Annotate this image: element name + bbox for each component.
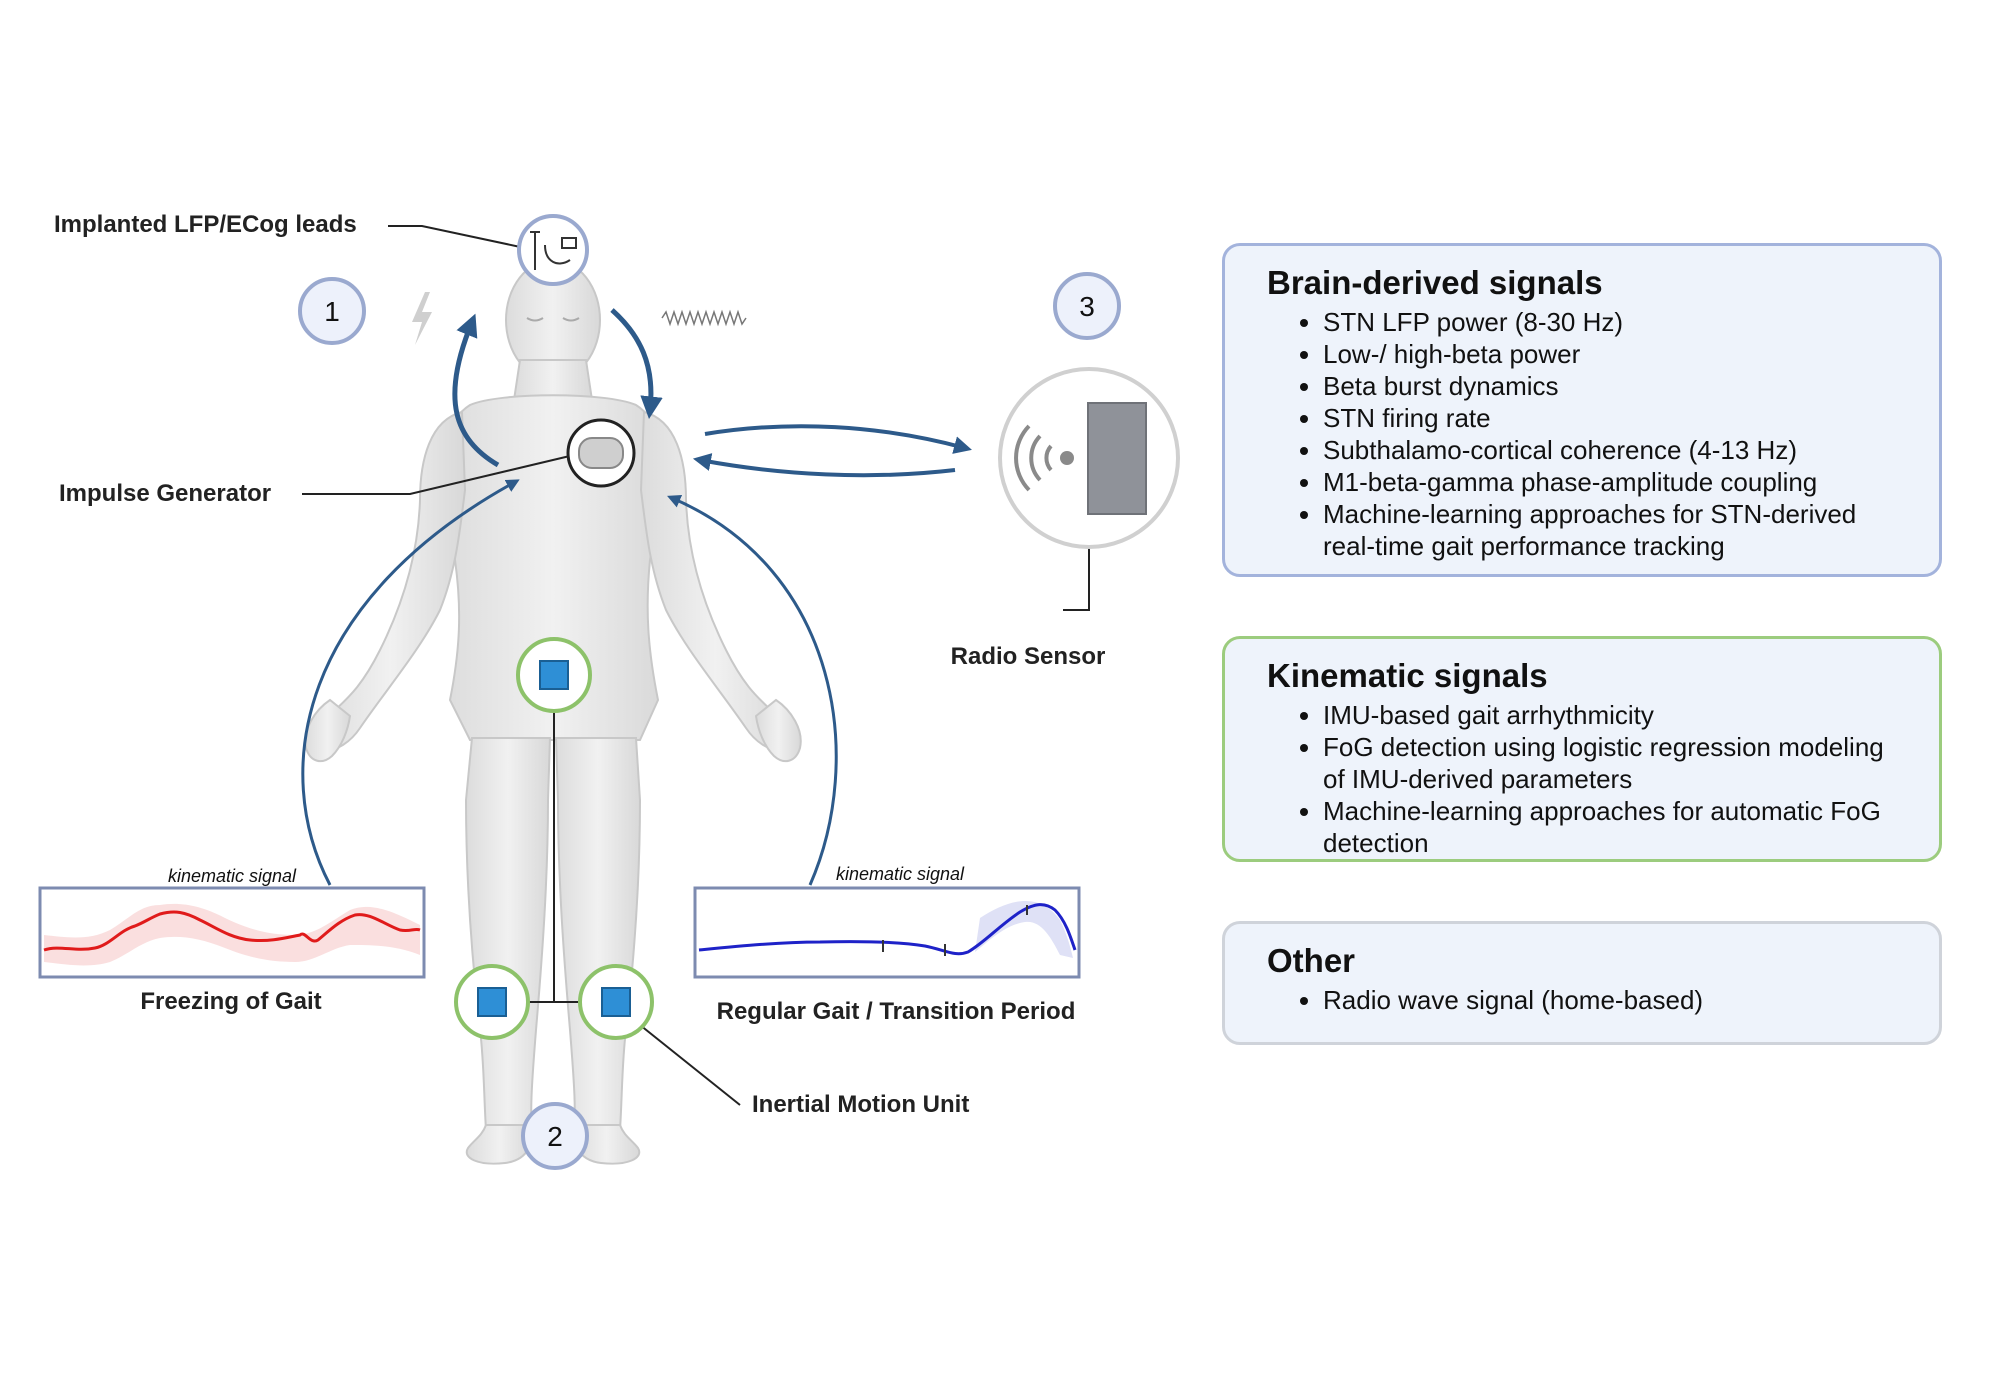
right-hand: [754, 698, 802, 763]
left-arm: [315, 410, 467, 751]
step-number-1: 1: [324, 296, 340, 327]
impulse-generator: [566, 418, 636, 488]
list-item: Low-/ high-beta power: [1323, 338, 1909, 370]
left-hand: [304, 698, 352, 763]
brain-signals-list: STN LFP power (8-30 Hz) Low-/ high-beta …: [1267, 306, 1909, 562]
step-number-2: 2: [547, 1121, 563, 1152]
regular-signal-trace: [698, 903, 1077, 956]
list-item: Beta burst dynamics: [1323, 370, 1909, 402]
chip-icon: [601, 987, 631, 1017]
leader-radio-sensor: [1063, 548, 1090, 611]
label-kinematic-signal-left: kinematic signal: [168, 866, 297, 886]
list-item: Subthalamo-cortical coherence (4-13 Hz): [1323, 434, 1909, 466]
leader-impulse-generator: [302, 454, 575, 495]
list-item: FoG detection using logistic regression …: [1323, 731, 1909, 795]
list-item: STN LFP power (8-30 Hz): [1323, 306, 1909, 338]
step-number-3: 3: [1079, 291, 1095, 322]
step-circle-1: 1: [298, 277, 366, 345]
panel-title-kinematic: Kinematic signals: [1267, 657, 1548, 694]
regular-gait-signal-plot: [693, 886, 1081, 979]
arrow-radio-to-generator: [692, 453, 956, 478]
arrow-chest-to-head-left: [452, 313, 500, 468]
list-item: STN firing rate: [1323, 402, 1909, 434]
panel-title-other: Other: [1267, 942, 1356, 979]
other-signals-panel: Other Radio wave signal (home-based): [1222, 921, 1942, 1045]
list-item: Machine-learning approaches for automati…: [1323, 795, 1909, 859]
imu-sensor-right-knee: [578, 964, 654, 1040]
imu-sensor-torso: [516, 637, 592, 713]
pacemaker-icon: [578, 437, 624, 469]
arrow-regular-to-generator: [667, 494, 838, 886]
brain-derived-signals-panel: Brain-derived signals STN LFP power (8-3…: [1222, 243, 1942, 577]
fog-signal-plot: [38, 886, 426, 979]
other-signals-list: Radio wave signal (home-based): [1267, 984, 1909, 1016]
radio-device: [1087, 402, 1147, 515]
list-item: M1-beta-gamma phase-amplitude coupling: [1323, 466, 1909, 498]
regular-signal-ticks: [882, 905, 1028, 956]
imu-sensor-left-knee: [454, 964, 530, 1040]
list-item: Machine-learning approaches for STN-deri…: [1323, 498, 1909, 562]
kinematic-signals-list: IMU-based gait arrhythmicity FoG detecti…: [1267, 699, 1909, 859]
leader-imu: [639, 1024, 741, 1106]
eyes: [526, 317, 580, 322]
flow-arrows: [301, 308, 972, 886]
wave-icon: [661, 309, 747, 327]
arrow-fog-to-generator: [301, 479, 520, 886]
panel-title-brain: Brain-derived signals: [1267, 264, 1603, 301]
lead-icon: [530, 231, 577, 270]
arrow-head-to-chest-right: [610, 308, 663, 419]
radio-sensor: [998, 367, 1180, 549]
step-circle-3: 3: [1053, 272, 1121, 340]
label-regular-gait: Regular Gait / Transition Period: [717, 998, 1076, 1025]
fog-signal-trace: [43, 910, 421, 952]
right-leg: [554, 737, 642, 1131]
label-freezing-of-gait: Freezing of Gait: [140, 988, 321, 1015]
list-item: Radio wave signal (home-based): [1323, 984, 1909, 1016]
step-circle-2: 2: [521, 1102, 589, 1170]
lead-electrode: [517, 214, 589, 286]
left-leg: [464, 737, 552, 1131]
wireless-icon: [1014, 424, 1074, 492]
chip-icon: [539, 660, 569, 690]
label-kinematic-signal-right: kinematic signal: [836, 864, 965, 884]
lightning-icon: [412, 292, 432, 345]
arrow-generator-to-radio: [704, 424, 972, 454]
regular-signal-band: [975, 900, 1073, 958]
label-implanted-leads: Implanted LFP/ECog leads: [54, 211, 357, 238]
kinematic-signals-panel: Kinematic signals IMU-based gait arrhyth…: [1222, 636, 1942, 862]
leader-leads: [388, 225, 526, 249]
neck: [512, 359, 594, 401]
chip-icon: [477, 987, 507, 1017]
label-impulse-generator: Impulse Generator: [59, 480, 271, 507]
list-item: IMU-based gait arrhythmicity: [1323, 699, 1909, 731]
label-inertial-motion-unit: Inertial Motion Unit: [752, 1091, 969, 1118]
label-radio-sensor: Radio Sensor: [951, 643, 1106, 670]
